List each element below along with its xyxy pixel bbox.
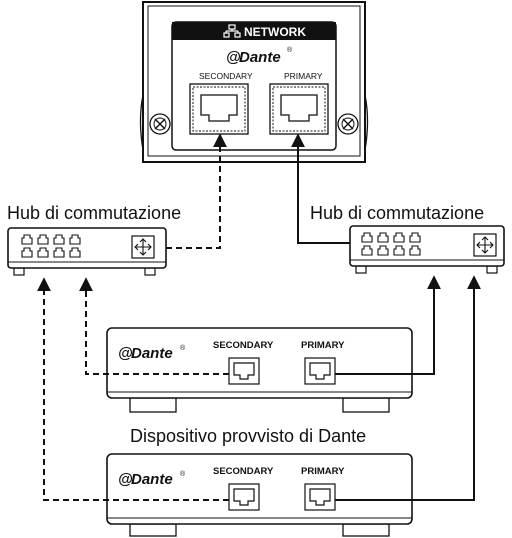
console-network-panel: NETWORK @ Dante SECONDARY PRIMARY — [139, 1, 369, 163]
device-1-secondary-label: SECONDARY — [213, 340, 274, 351]
cable-console-secondary — [166, 133, 227, 249]
cable-device-1-primary — [335, 275, 441, 375]
cable-device-2-primary — [335, 275, 481, 501]
dante-device-1: @ Dante SECONDARY PRIMARY — [106, 327, 413, 413]
left-screw-icon — [149, 113, 171, 135]
device-1-registered-mark: ® — [180, 344, 186, 352]
network-icon — [223, 24, 241, 38]
panel-secondary-label: SECONDARY — [199, 71, 253, 81]
device-1-brand: Dante — [131, 345, 173, 362]
network-label: NETWORK — [244, 25, 306, 39]
panel-primary-label: PRIMARY — [284, 71, 323, 81]
panel-brand: Dante — [239, 49, 281, 66]
cable-device-2-secondary — [37, 277, 229, 501]
svg-text:@: @ — [226, 49, 241, 66]
dante-device-2: @ Dante SECONDARY PRIMARY — [106, 453, 413, 537]
panel-primary-port[interactable] — [269, 83, 329, 135]
device-2-primary-label: PRIMARY — [301, 466, 345, 477]
dante-logo-panel: @ Dante — [226, 49, 281, 66]
device-2-secondary-label: SECONDARY — [213, 466, 274, 477]
device-1-primary-port[interactable] — [304, 357, 336, 385]
device-2-brand: Dante — [131, 471, 173, 488]
right-switching-hub — [349, 225, 505, 274]
device-2-registered-mark: ® — [180, 470, 186, 478]
left-switching-hub — [7, 227, 167, 276]
panel-secondary-port[interactable] — [189, 83, 249, 135]
device-caption: Dispositivo provvisto di Dante — [130, 426, 366, 446]
cable-device-1-secondary — [79, 277, 229, 375]
cables — [37, 133, 481, 501]
device-1-secondary-port[interactable] — [228, 357, 260, 385]
left-hub-label: Hub di commutazione — [7, 203, 181, 223]
right-hub-link-icon — [473, 233, 497, 257]
svg-text:@: @ — [118, 471, 133, 488]
right-screw-icon — [337, 113, 359, 135]
device-2-secondary-port[interactable] — [228, 483, 260, 511]
right-hub-label: Hub di commutazione — [310, 203, 484, 223]
left-hub-link-icon — [131, 235, 155, 259]
panel-registered-mark: ® — [287, 46, 293, 54]
device-2-primary-port[interactable] — [304, 483, 336, 511]
svg-text:@: @ — [118, 345, 133, 362]
network-header — [172, 22, 336, 40]
device-1-primary-label: PRIMARY — [301, 340, 345, 351]
cable-console-primary — [291, 133, 350, 244]
